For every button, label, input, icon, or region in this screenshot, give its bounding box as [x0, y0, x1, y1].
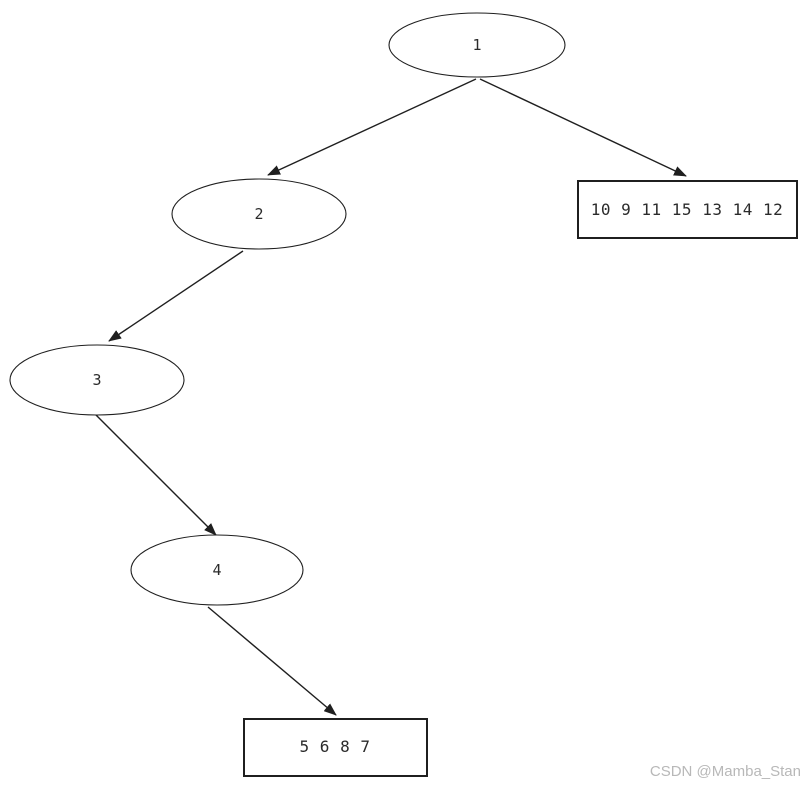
tree-node-3-label: 3 — [92, 371, 101, 389]
leaf-box-right-label: 10 9 11 15 13 14 12 — [591, 200, 784, 219]
leaf-box-bottom — [243, 718, 428, 777]
tree-node-4-label: 4 — [212, 561, 221, 579]
leaf-box-right — [577, 180, 798, 239]
tree-node-3 — [9, 344, 185, 416]
edge-group — [94, 78, 687, 716]
tree-node-1-label: 1 — [472, 36, 481, 54]
edge-node4-leafbottom — [207, 606, 337, 716]
edge-node3-node4 — [94, 413, 217, 536]
leaf-box-bottom-label: 5 6 8 7 — [300, 737, 371, 756]
edge-node1-leafright — [479, 78, 687, 177]
tree-node-2-label: 2 — [254, 205, 263, 223]
watermark: CSDN @Mamba_Stan — [650, 763, 801, 780]
edge-node1-node2 — [267, 78, 477, 176]
tree-node-1 — [388, 12, 566, 78]
tree-node-4 — [130, 534, 304, 606]
leaf-group: 10 9 11 15 13 14 12 5 6 8 7 — [243, 180, 798, 777]
tree-node-2 — [171, 178, 347, 250]
node-group: 1 2 3 4 — [9, 12, 566, 606]
edge-node2-node3 — [108, 250, 244, 342]
